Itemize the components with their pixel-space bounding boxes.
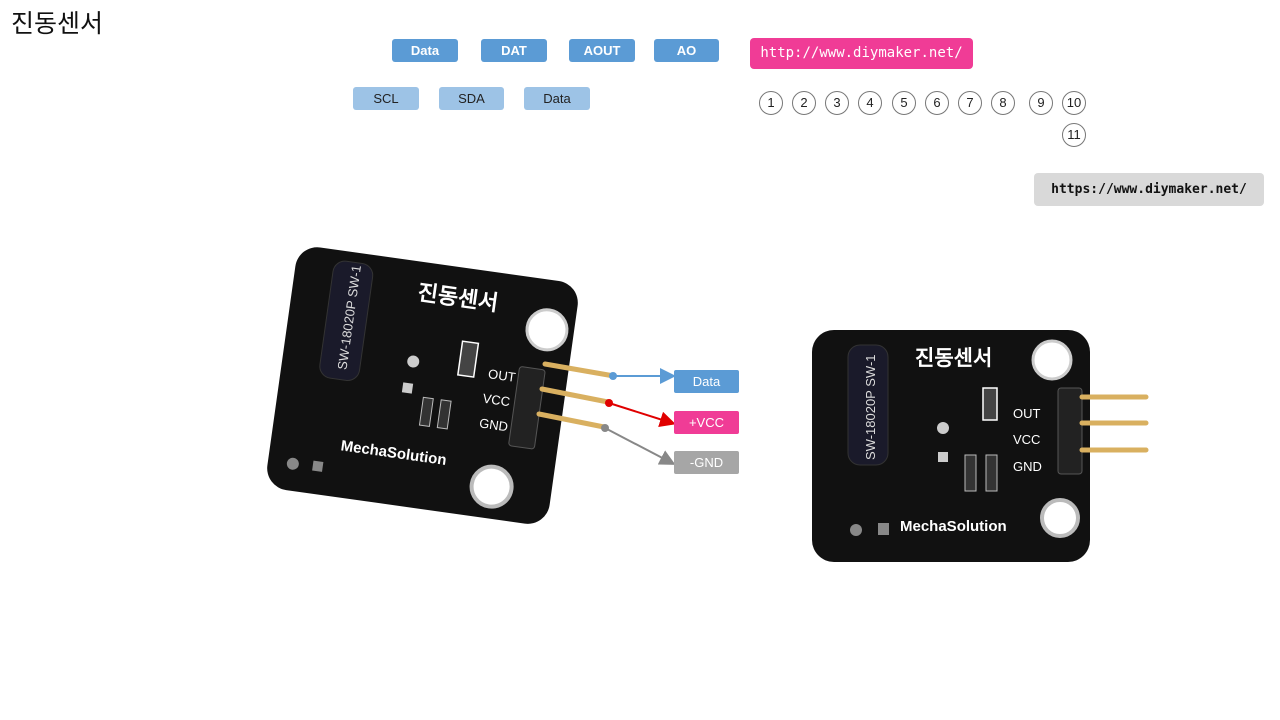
label-aout[interactable]: AOUT [569, 39, 635, 62]
label-sda[interactable]: SDA [439, 87, 504, 110]
page-title: 진동센서 [11, 9, 104, 38]
number-11[interactable]: 11 [1062, 123, 1086, 147]
left-board-pin-gnd: GND [478, 415, 509, 434]
number-5[interactable]: 5 [892, 91, 916, 115]
label-data-2[interactable]: Data [524, 87, 590, 110]
right-sensor-board: SW-18020P SW-1 진동센서 MechaSolution OUT VC… [812, 330, 1149, 562]
left-board-pin-vcc: VCC [482, 391, 511, 410]
right-board-pin-vcc: VCC [1013, 432, 1040, 447]
label-data[interactable]: Data [392, 39, 458, 62]
right-board-pin-out: OUT [1013, 406, 1041, 421]
number-8[interactable]: 8 [991, 91, 1015, 115]
number-10[interactable]: 10 [1062, 91, 1086, 115]
label-ao[interactable]: AO [654, 39, 719, 62]
number-9[interactable]: 9 [1029, 91, 1053, 115]
number-6[interactable]: 6 [925, 91, 949, 115]
number-3[interactable]: 3 [825, 91, 849, 115]
right-board-brand: MechaSolution [900, 518, 1007, 535]
left-board-pin-out: OUT [487, 366, 516, 385]
pin-label-vcc[interactable]: +VCC [674, 411, 739, 434]
pin-label-gnd[interactable]: -GND [674, 451, 739, 474]
label-scl[interactable]: SCL [353, 87, 419, 110]
pin-label-data[interactable]: Data [674, 370, 739, 393]
diymaker-link-http[interactable]: http://www.diymaker.net/ [750, 38, 973, 69]
diymaker-link-https[interactable]: https://www.diymaker.net/ [1034, 173, 1264, 206]
label-dat[interactable]: DAT [481, 39, 547, 62]
right-board-title: 진동센서 [915, 346, 992, 370]
right-board-sensor-text: SW-18020P SW-1 [863, 355, 878, 461]
number-7[interactable]: 7 [958, 91, 982, 115]
number-2[interactable]: 2 [792, 91, 816, 115]
right-board-pin-gnd: GND [1013, 459, 1042, 474]
number-1[interactable]: 1 [759, 91, 783, 115]
number-4[interactable]: 4 [858, 91, 882, 115]
left-sensor-board: SW-18020P SW-1 진동센서 MechaSolution OUT VC… [267, 247, 578, 524]
